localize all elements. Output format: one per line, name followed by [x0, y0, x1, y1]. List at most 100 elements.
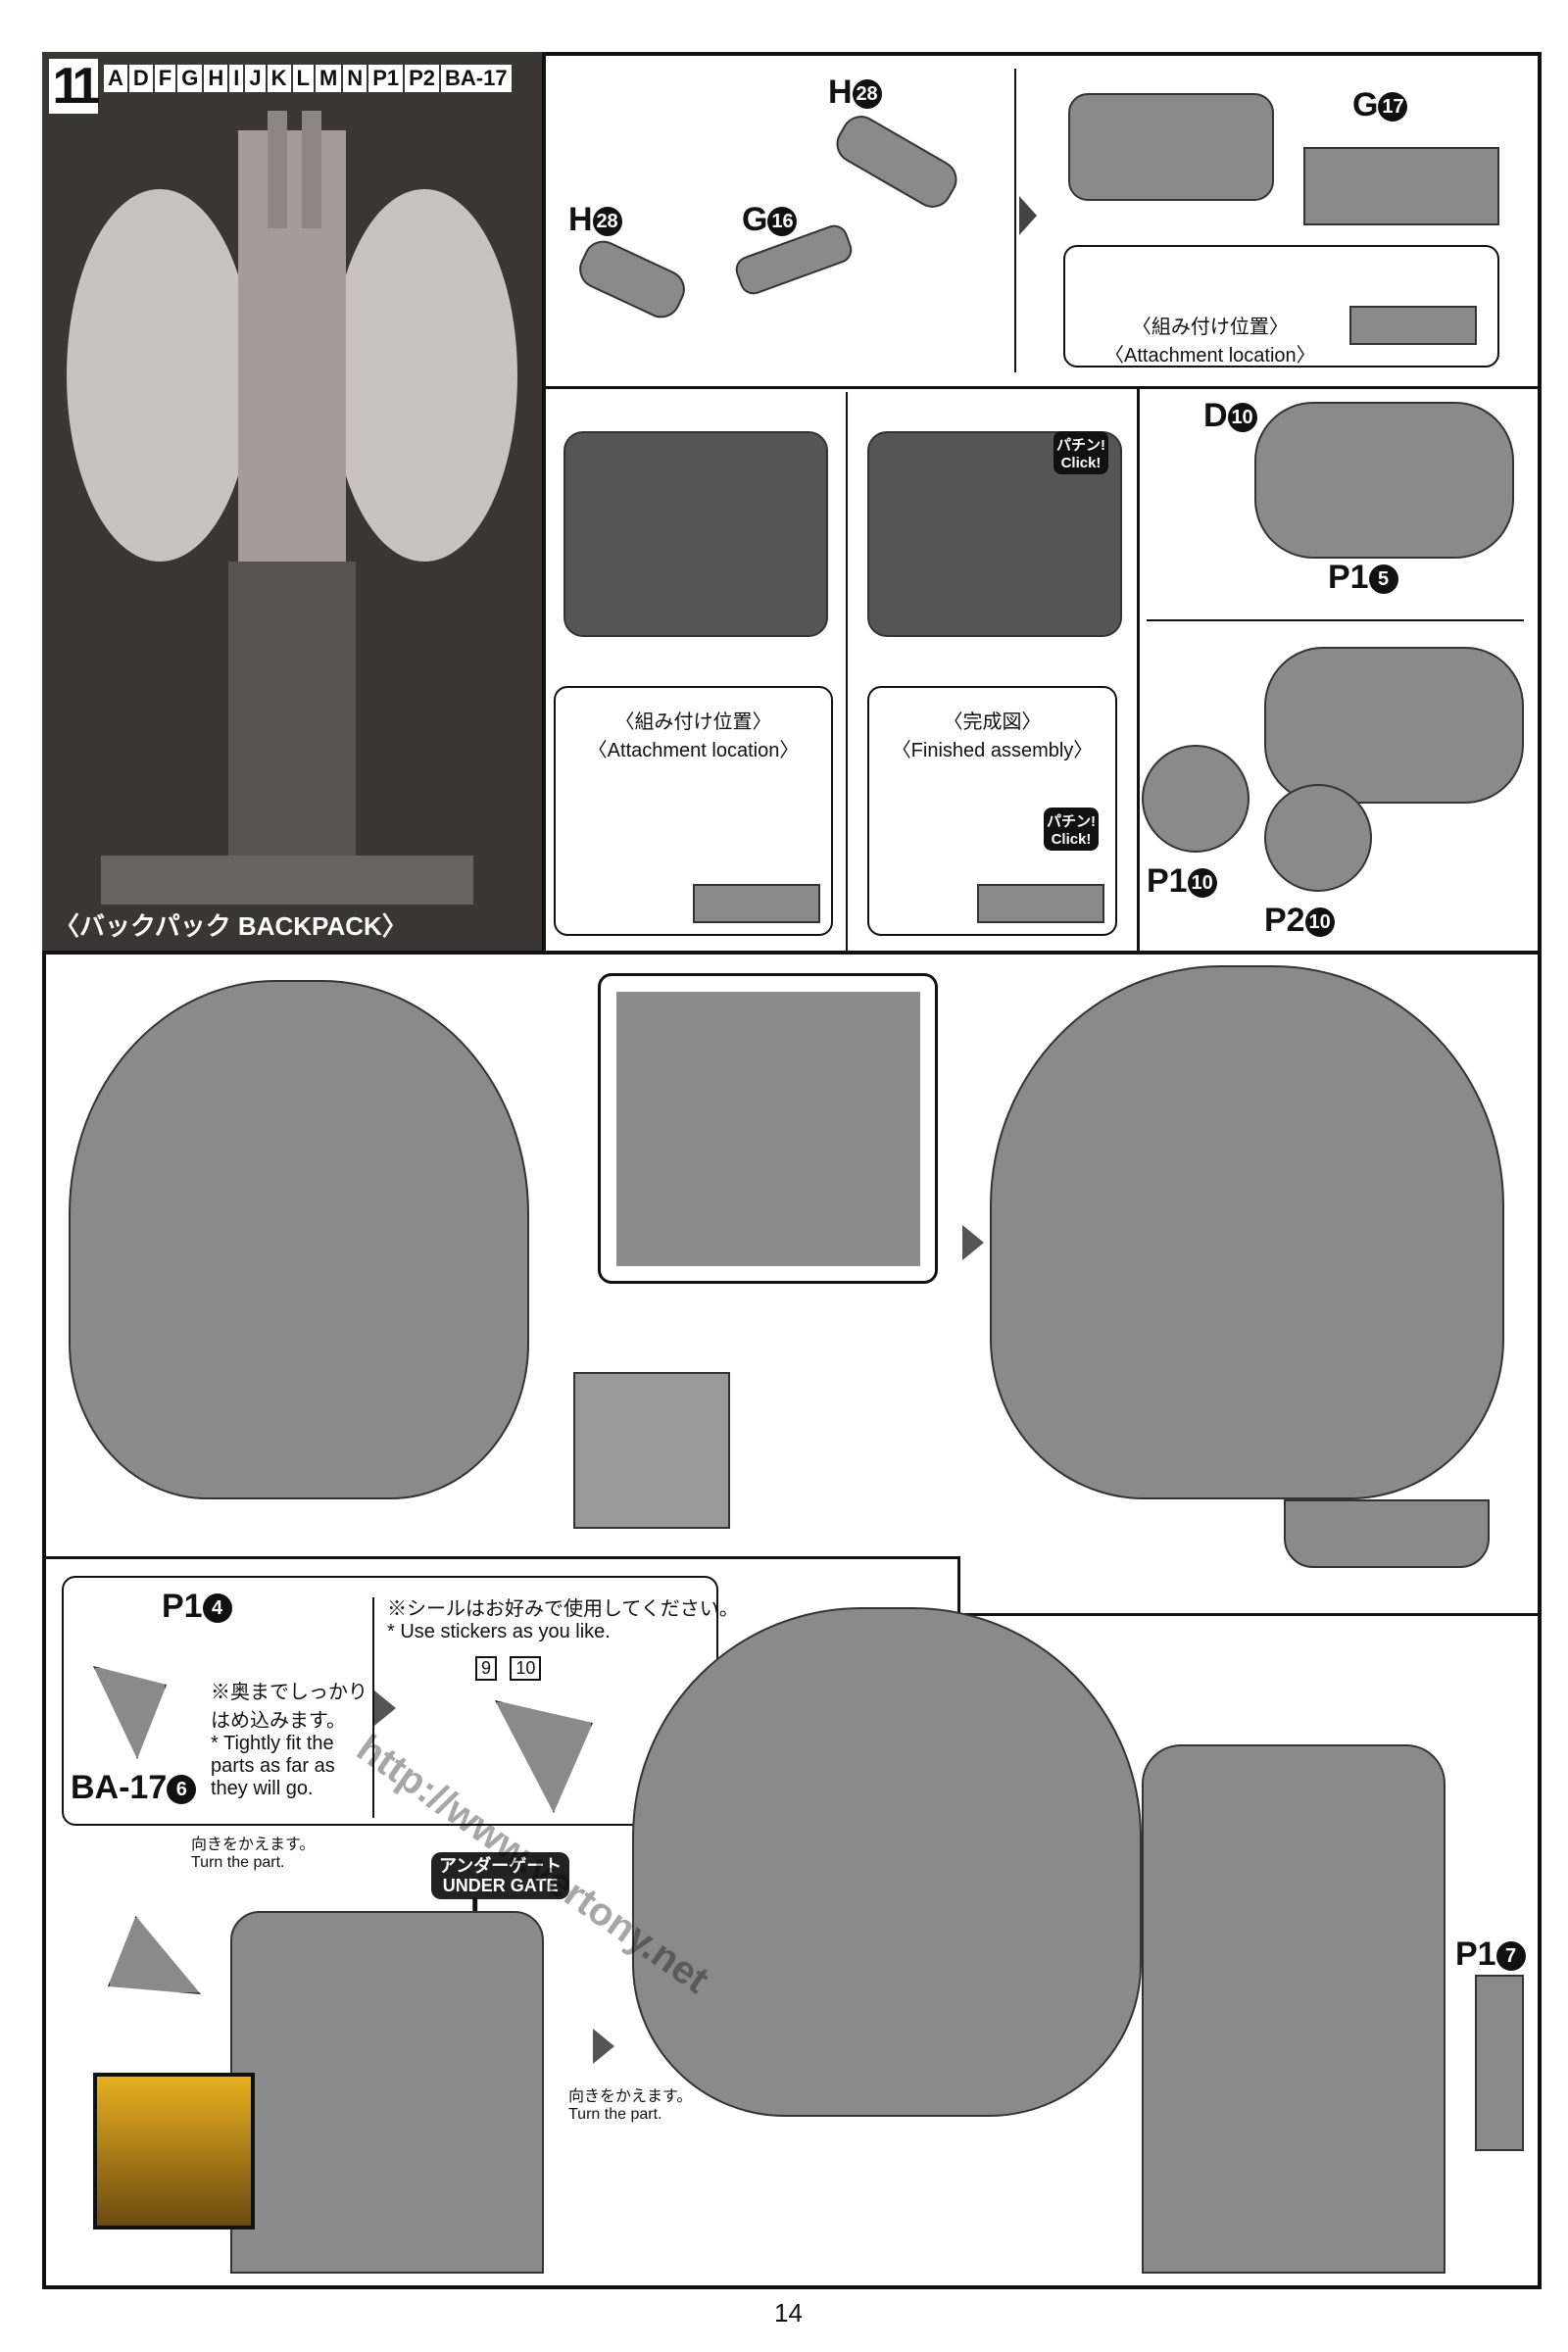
part-letter: G — [1352, 86, 1379, 123]
part-tag: L — [292, 65, 314, 92]
part-j1-assembled — [632, 1607, 1142, 2117]
part-letter: P1 — [1328, 559, 1369, 596]
click-jp: パチン! — [1056, 437, 1105, 454]
click-badge: パチン!Click! — [1054, 431, 1108, 474]
divider — [42, 951, 1542, 955]
page-frame — [42, 52, 1542, 2289]
part-number: 7 — [1495, 1941, 1526, 1972]
divider — [957, 1556, 960, 1613]
part-tag: J — [245, 65, 266, 92]
part-letter: P1 — [1455, 1936, 1496, 1973]
divider — [372, 1597, 374, 1818]
finished-en: 〈Finished assembly〉 — [891, 740, 1094, 761]
backpack-photo — [42, 52, 542, 951]
backpack-caption: 〈バックパック BACKPACK〉 — [54, 911, 408, 941]
turn-en: Turn the part. — [191, 1854, 285, 1871]
sticker-9: 9 — [475, 1656, 498, 1681]
sticker-10: 10 — [510, 1656, 542, 1681]
part-number: 28 — [592, 207, 622, 237]
part-tag: I — [229, 65, 244, 92]
divider — [542, 386, 1542, 389]
attach-en: 〈Attachment location〉 — [1104, 345, 1316, 367]
part-letter: P2 — [1264, 902, 1305, 939]
part-tag: A — [104, 65, 127, 92]
backpack-illustration — [67, 111, 517, 905]
part-number: 16 — [767, 207, 798, 237]
part-g17 — [1303, 147, 1499, 225]
finished-box: 〈完成図〉〈Finished assembly〉 パチン!Click! — [867, 686, 1117, 936]
click-badge: パチン!Click! — [1044, 808, 1099, 851]
page-number: 14 — [774, 2298, 803, 2328]
click-jp: パチン! — [1047, 813, 1096, 830]
part-j1-assembled — [990, 965, 1504, 1499]
attach-caption: 〈組み付け位置〉〈Attachment location〉 — [1104, 311, 1316, 368]
part-i-front — [1142, 1744, 1446, 2274]
click-en: Click! — [1060, 455, 1102, 471]
part-letter: D — [1203, 397, 1228, 434]
click-en: Click! — [1051, 831, 1092, 848]
part-tag: M — [315, 65, 342, 92]
divider — [1137, 386, 1140, 951]
part-tag: D — [128, 65, 153, 92]
part-number: 28 — [852, 79, 882, 110]
divider — [1014, 69, 1016, 372]
part-detail — [1349, 306, 1477, 345]
attachment-box: 〈組み付け位置〉〈Attachment location〉 — [1063, 245, 1499, 368]
divider — [42, 1556, 957, 1559]
part-tag: P2 — [405, 65, 440, 92]
under-gate-jp: アンダーゲート — [439, 1856, 563, 1876]
part-letter: H — [828, 74, 853, 111]
part-number: 10 — [1227, 403, 1257, 433]
part-p17 — [1475, 1975, 1524, 2151]
divider — [957, 1613, 1542, 1616]
turn-jp: 向きをかえます。 — [568, 2088, 693, 2105]
part-p1-cups — [1284, 1499, 1490, 1568]
attach-jp: 〈組み付け位置〉 — [614, 711, 772, 733]
part-tag: H — [204, 65, 228, 92]
part-letter: P1 — [162, 1588, 203, 1625]
arrow-icon — [593, 2029, 614, 2064]
part-j1 — [69, 980, 529, 1499]
part-letter: H — [568, 201, 593, 238]
part-assembly — [573, 1372, 730, 1529]
attachment-box: 〈組み付け位置〉〈Attachment location〉 — [554, 686, 833, 936]
attach-en: 〈Attachment location〉 — [587, 740, 800, 761]
sticker-refs: 9 10 — [475, 1656, 542, 1681]
fit-note: ※奥までしっかりはめ込みます。* Tightly fit the parts a… — [211, 1676, 368, 1800]
watermark-logo — [93, 2073, 255, 2230]
sticker-en: * Use stickers as you like. — [387, 1621, 611, 1642]
part-tag: G — [177, 65, 203, 92]
part-number: 10 — [1304, 907, 1335, 938]
part-letter: BA-17 — [71, 1769, 168, 1806]
note-jp: ※奥までしっかりはめ込みます。 — [211, 1682, 368, 1732]
part-number: 17 — [1378, 92, 1408, 122]
detail-box — [598, 973, 938, 1284]
part-tag: BA-17 — [441, 65, 512, 92]
sticker-jp: ※シールはお好みで使用してください。 — [387, 1598, 739, 1620]
part-thrusters — [1254, 402, 1514, 559]
part-assembly — [1068, 93, 1274, 201]
part-number: 5 — [1368, 564, 1398, 595]
part-tag: F — [154, 65, 176, 92]
part-letter: G — [742, 201, 768, 238]
part-number: 4 — [202, 1593, 232, 1624]
part-thrusters — [1264, 647, 1524, 804]
part-tag: N — [343, 65, 368, 92]
turn-note: 向きをかえます。Turn the part. — [191, 1831, 315, 1872]
part-tag: K — [267, 65, 291, 92]
divider — [1147, 619, 1524, 621]
finished-caption: 〈完成図〉〈Finished assembly〉 — [869, 706, 1115, 762]
arrow-icon — [962, 1225, 984, 1260]
part-assembly — [564, 431, 828, 637]
under-gate-en: UNDER GATE — [442, 1876, 559, 1895]
label-i: I — [470, 1891, 480, 1929]
